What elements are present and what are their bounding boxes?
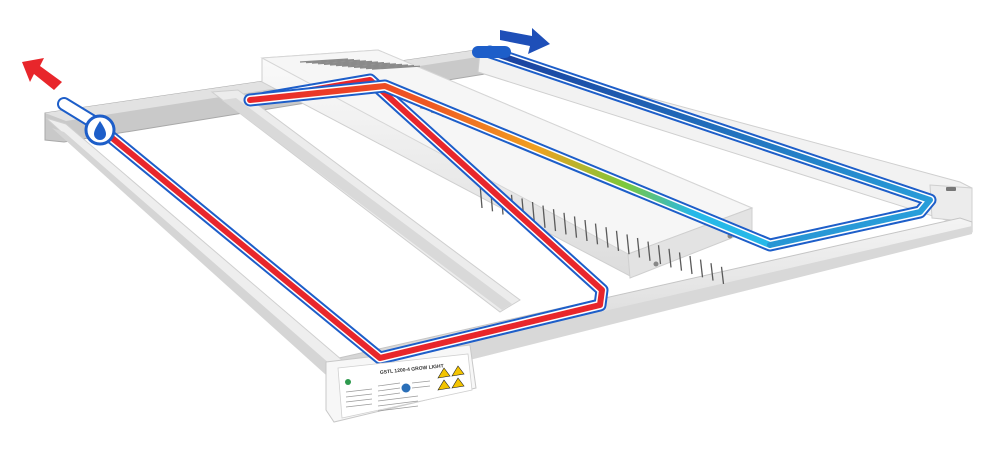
vent-slot bbox=[594, 223, 599, 245]
vent-slot bbox=[710, 263, 714, 281]
transition-coolant-loop bbox=[243, 45, 937, 252]
vent-slot bbox=[563, 212, 567, 235]
slot-icon bbox=[946, 187, 956, 191]
vent-slot bbox=[626, 234, 630, 255]
vent-slot bbox=[573, 216, 578, 238]
vent-slot bbox=[371, 65, 421, 70]
warning-triangle-icon bbox=[451, 365, 465, 377]
vent-slot bbox=[335, 62, 385, 67]
screw-icon bbox=[653, 261, 659, 267]
warning-triangle-icon bbox=[451, 377, 465, 389]
vent-slot bbox=[636, 237, 641, 258]
fixture-frame bbox=[44, 47, 973, 423]
vent-slot bbox=[305, 59, 355, 64]
vent-slot bbox=[359, 64, 409, 69]
warning-triangle-icon bbox=[437, 367, 451, 379]
vent-slot bbox=[699, 259, 704, 278]
vent-slot bbox=[353, 63, 403, 68]
vent-slot bbox=[647, 241, 651, 261]
arrow-right-icon bbox=[500, 28, 550, 54]
vent-slot bbox=[317, 60, 367, 65]
vent-slot bbox=[552, 209, 557, 232]
vent-slot bbox=[329, 61, 379, 66]
outlet-connector bbox=[57, 97, 116, 146]
warning-triangle-icon bbox=[437, 379, 451, 391]
vent-slot bbox=[347, 63, 397, 68]
vent-slot bbox=[615, 230, 620, 251]
info-badge-icon bbox=[401, 383, 411, 393]
vent-slot bbox=[584, 219, 588, 242]
vent-slot bbox=[668, 248, 672, 268]
product-label: GSTL 1200-4 GROW LIGHT bbox=[337, 353, 473, 419]
vent-slot bbox=[689, 255, 693, 275]
vent-slot bbox=[299, 58, 349, 63]
vent-slot bbox=[323, 60, 373, 65]
vent-slot bbox=[311, 59, 361, 64]
body-text-lines bbox=[345, 380, 431, 412]
vent-slot bbox=[657, 245, 662, 265]
water-drop-icon bbox=[94, 121, 106, 140]
arrow-up-left-icon bbox=[22, 58, 62, 90]
vent-slot bbox=[341, 62, 391, 67]
vent-slot bbox=[720, 266, 725, 284]
vent-slot bbox=[365, 65, 415, 70]
logo-icon bbox=[345, 379, 351, 385]
vent-slot bbox=[542, 205, 546, 228]
vent-slot bbox=[605, 227, 609, 248]
vent-slot bbox=[678, 252, 683, 271]
